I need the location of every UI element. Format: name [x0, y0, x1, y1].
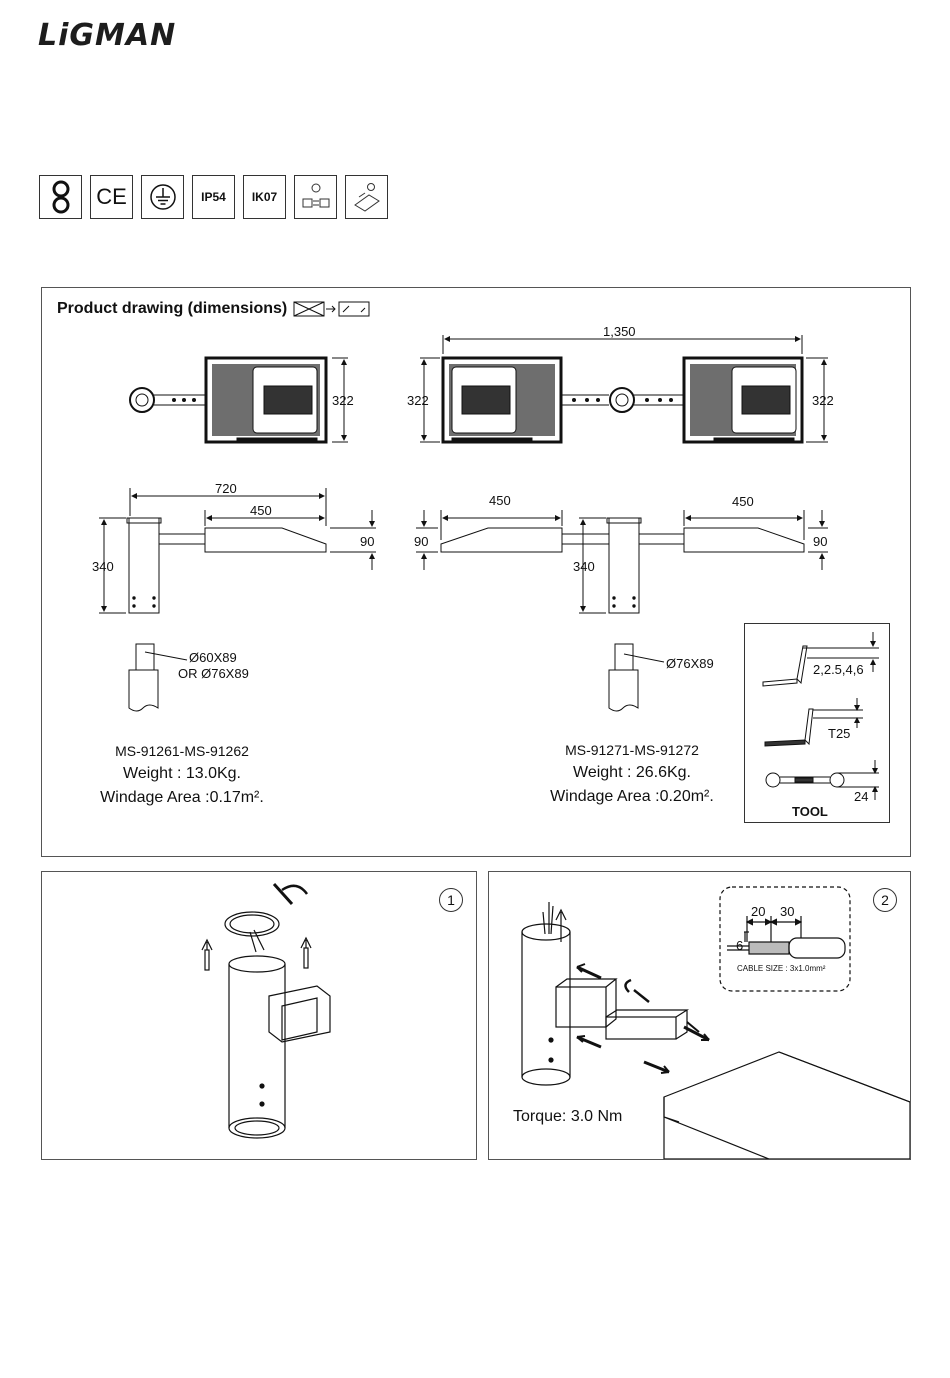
step-1-illustration — [201, 882, 331, 1139]
cable-size-label: CABLE SIZE : 3x1.0mm² — [737, 964, 826, 973]
strip-length-b: 30 — [780, 904, 795, 919]
installation-step-2-panel: 2 — [488, 871, 911, 1160]
step-2-number: 2 — [873, 888, 897, 912]
tool-hex-sizes: 2,2.5,4,6 — [813, 662, 864, 677]
product-drawing-title-text: Product drawing (dimensions) — [57, 300, 288, 317]
earth-ground-icon — [141, 175, 184, 219]
mount-single-line2: OR Ø76X89 — [178, 666, 249, 681]
torx-key-icon — [764, 708, 863, 747]
tool-free-icon — [345, 175, 388, 219]
model-double-info: MS-91271-MS-91272 Weight : 26.6Kg. Winda… — [512, 742, 752, 806]
tool-wrench-size: 24 — [854, 789, 869, 804]
step-1-number: 1 — [439, 888, 463, 912]
product-drawing-panel: Product drawing (dimensions) — [41, 287, 911, 857]
strip-length-c: 6 — [736, 938, 744, 953]
dim-double-thickness-left: 90 — [414, 534, 429, 549]
dim-height-double-right: 322 — [812, 393, 834, 408]
model-single-code: MS-91261-MS-91262 — [115, 743, 249, 759]
model-single-weight: Weight : 13.0Kg. — [123, 765, 241, 782]
tool-box: 2,2.5,4,6 T25 24 TOOL — [744, 623, 890, 823]
installation-step-1-panel: 1 — [41, 871, 477, 1160]
torque-label: Torque: 3.0 Nm — [513, 1108, 623, 1125]
dim-double-pole: 340 — [573, 559, 595, 574]
dim-overall-width: 1,350 — [603, 324, 636, 339]
model-double-windage: Windage Area :0.20m². — [550, 788, 714, 805]
brand-logo: LiGMAN — [38, 18, 177, 53]
cable-strip-diagram — [727, 916, 846, 959]
certification-icons: CE IP54 IK07 — [39, 175, 388, 219]
model-single-windage: Windage Area :0.17m². — [100, 789, 264, 806]
dim-single-head: 450 — [250, 503, 272, 518]
ik-rating-icon: IK07 — [243, 175, 286, 219]
mount-sleeve-single — [128, 643, 188, 712]
dim-single-pole: 340 — [92, 559, 114, 574]
product-drawing-title: Product drawing (dimensions) — [57, 300, 373, 318]
mount-single-line1: Ø60X89 — [189, 650, 237, 665]
dim-height-single: 322 — [332, 393, 354, 408]
ip-rating-icon: IP54 — [192, 175, 235, 219]
side-view-double — [440, 517, 805, 614]
tool-label: TOOL — [792, 804, 828, 819]
model-double-code: MS-91271-MS-91272 — [565, 742, 699, 758]
dim-double-thickness-right: 90 — [813, 534, 828, 549]
tools-drawing — [762, 632, 879, 800]
dim-single-total: 720 — [215, 481, 237, 496]
model-double-weight: Weight : 26.6Kg. — [573, 764, 691, 781]
model-single-info: MS-91261-MS-91262 Weight : 13.0Kg. Winda… — [62, 743, 302, 807]
top-view-single — [129, 356, 328, 444]
wrench-icon — [765, 772, 879, 788]
dim-single-thickness: 90 — [360, 534, 375, 549]
dim-double-head-right: 450 — [732, 494, 754, 509]
maintenance-swap-icon — [294, 175, 337, 219]
hex-key-icon — [762, 645, 879, 687]
mount-sleeve-double — [608, 643, 665, 712]
mount-double-line1: Ø76X89 — [666, 656, 714, 671]
tool-torx-size: T25 — [828, 726, 851, 741]
dimension-drawing — [99, 335, 828, 712]
side-view-single — [126, 517, 327, 614]
dim-height-double-left: 322 — [407, 393, 429, 408]
ce-mark-icon: CE — [90, 175, 133, 219]
class-ii-double-insulation-icon — [39, 175, 82, 219]
step-2-illustration — [521, 886, 910, 1159]
top-view-double — [441, 356, 804, 444]
mounting-orientation-icon — [293, 301, 370, 317]
strip-length-a: 20 — [751, 904, 766, 919]
dim-double-head-left: 450 — [489, 493, 511, 508]
